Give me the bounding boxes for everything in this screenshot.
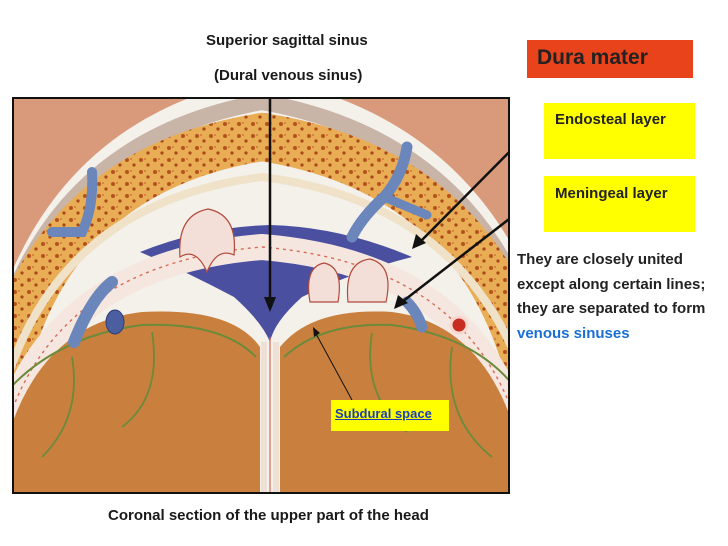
endosteal-label: Endosteal layer <box>555 111 666 128</box>
description-main: They are closely united except along cer… <box>517 251 706 317</box>
coronal-section-illustration <box>12 97 510 494</box>
dura-mater-label: Dura mater <box>537 46 648 69</box>
superior-arrow <box>264 98 276 312</box>
superior-sagittal-sinus-label: Superior sagittal sinus <box>206 32 368 49</box>
subdural-pointer <box>313 327 353 401</box>
dural-venous-sinus-label: (Dural venous sinus) <box>214 67 363 84</box>
venous-sinuses-term: venous sinuses <box>517 324 630 342</box>
meningeal-label: Meningeal layer <box>555 185 668 202</box>
endosteal-box <box>544 103 695 159</box>
dura-mater-box <box>527 40 693 78</box>
subdural-space-label: Subdural space <box>335 406 432 421</box>
figure-caption: Coronal section of the upper part of the… <box>108 507 429 524</box>
description-text: They are closely united except along cer… <box>517 248 717 346</box>
endosteal-arrow <box>412 150 509 249</box>
subdural-box <box>331 400 449 431</box>
meningeal-arrow <box>394 217 509 309</box>
meningeal-box <box>544 176 695 232</box>
